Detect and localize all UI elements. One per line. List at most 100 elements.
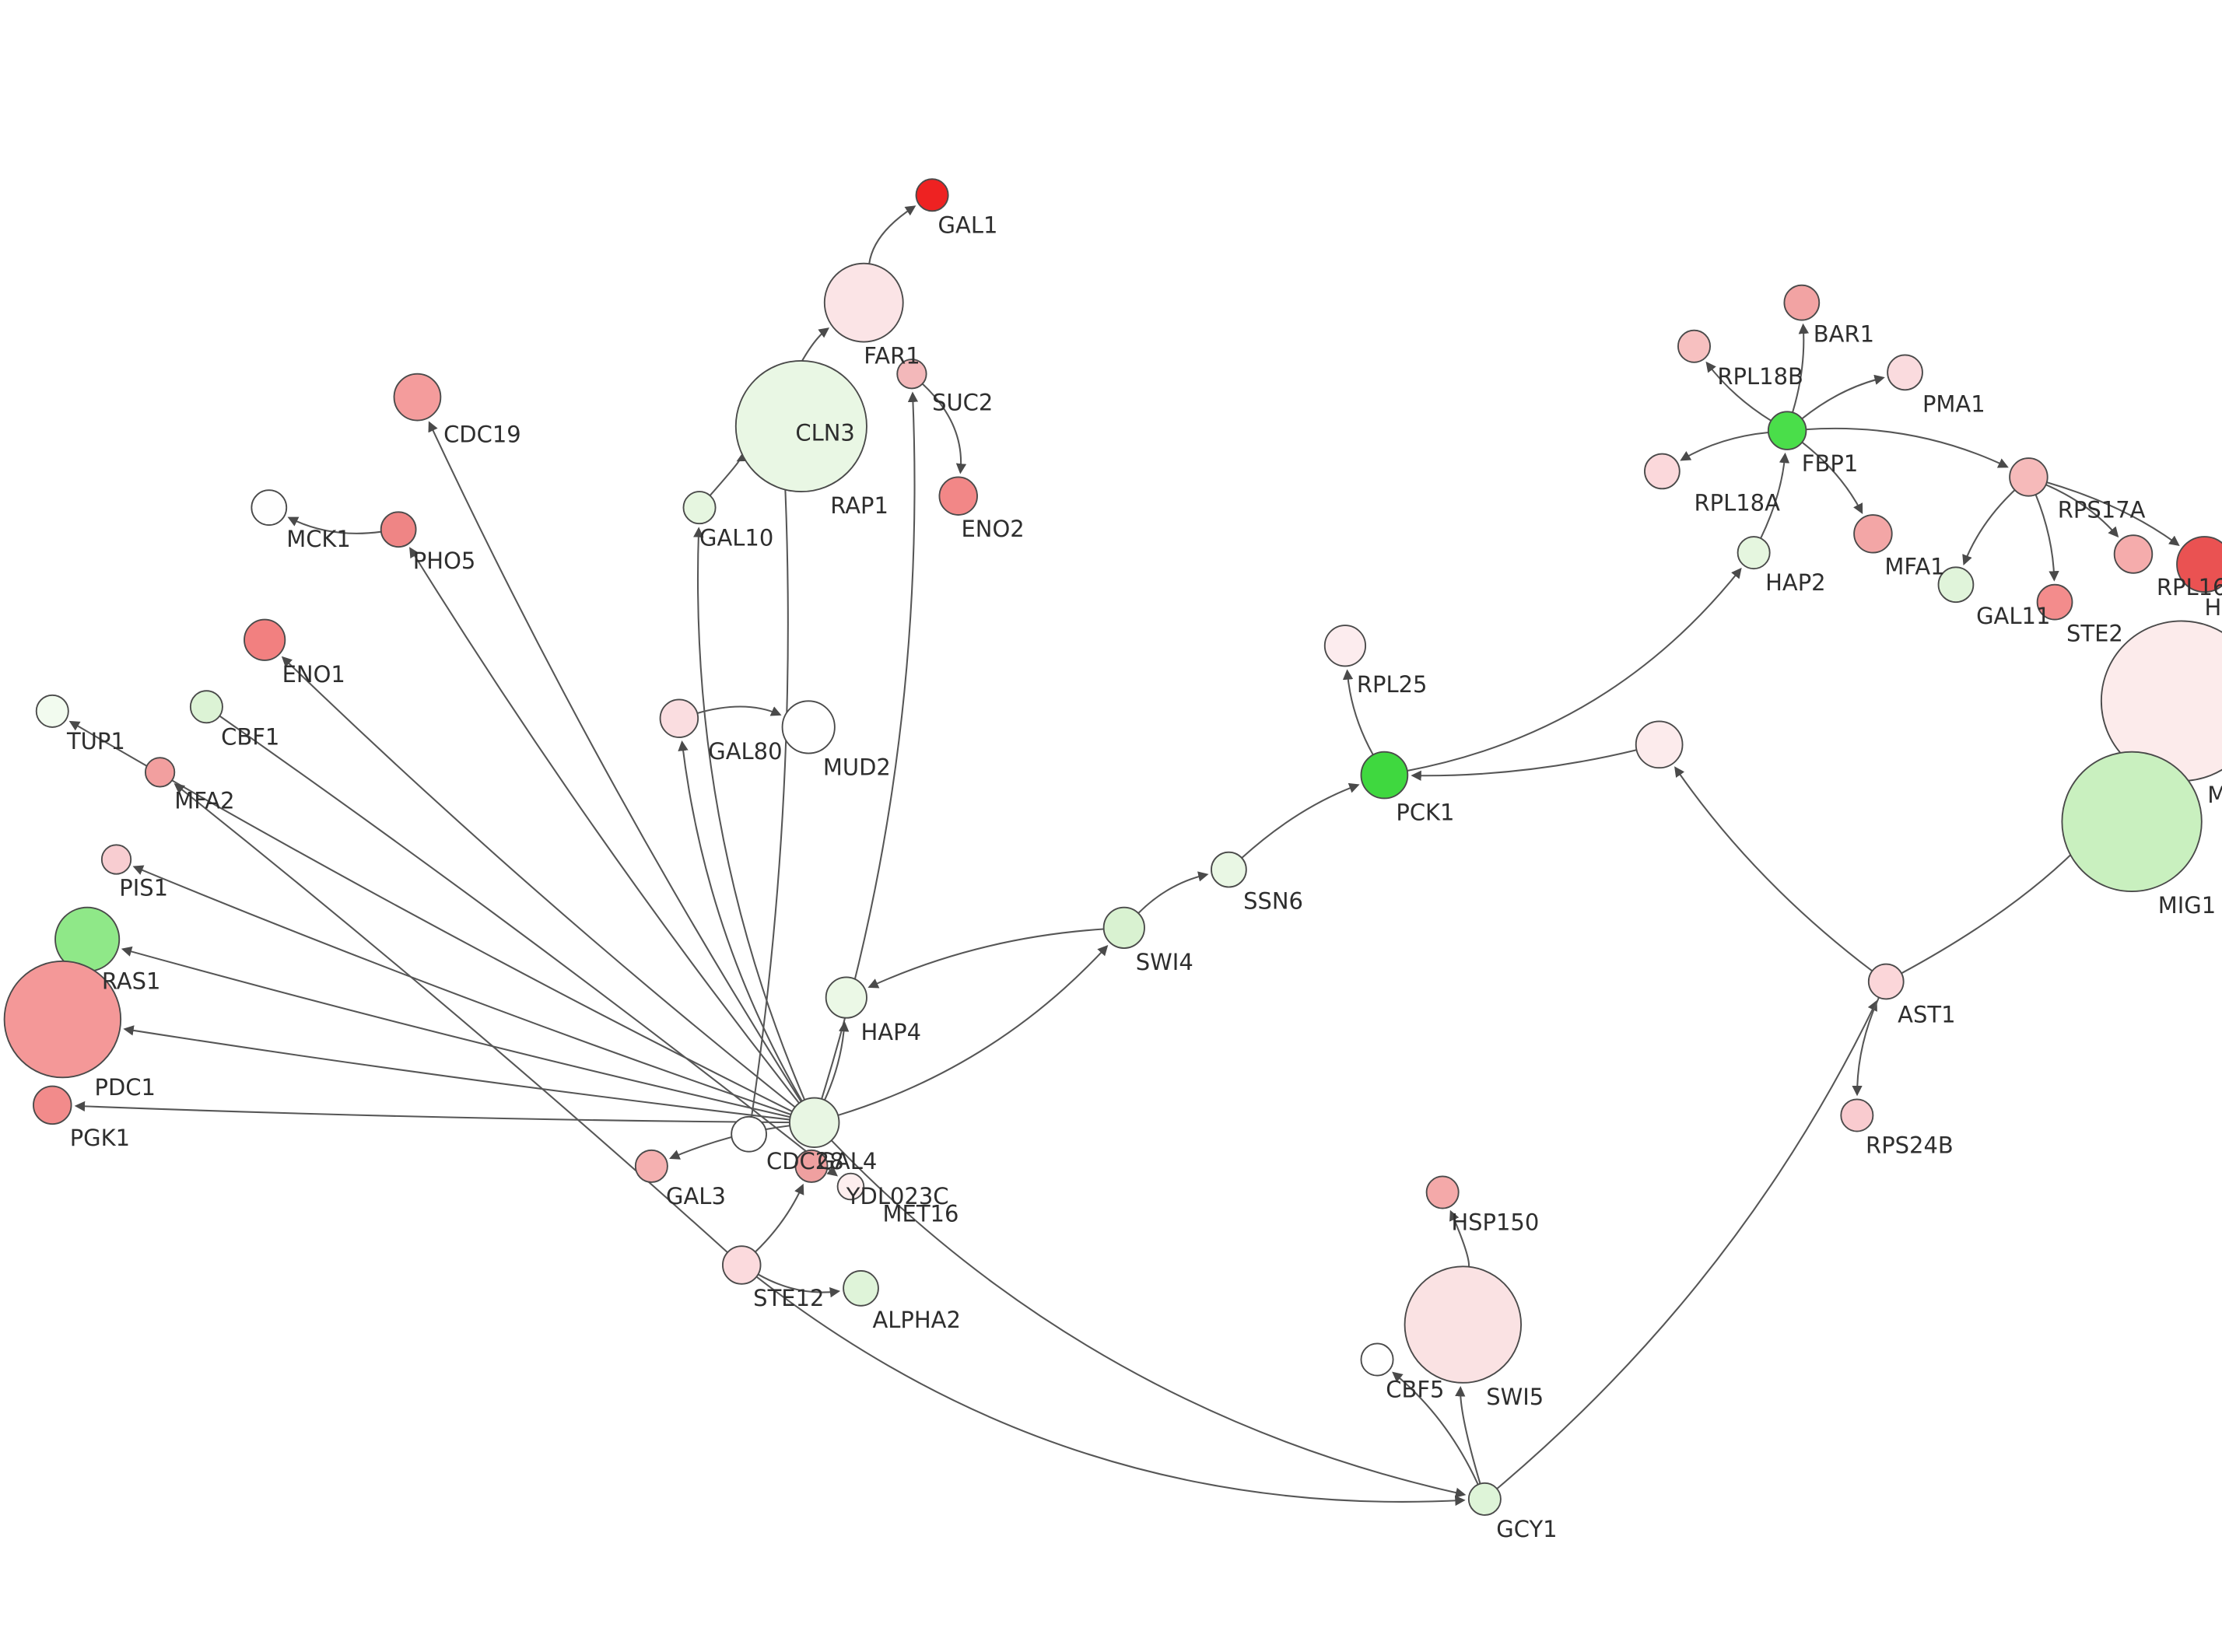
edge-rps17a-rpl16a[interactable] <box>2045 484 2119 538</box>
node-bar1[interactable] <box>1783 284 1821 321</box>
edge-ast1-rps24b[interactable] <box>1852 996 1880 1097</box>
edge-rps17a-ste2[interactable] <box>2034 494 2059 582</box>
node-mck1[interactable] <box>251 489 288 527</box>
node-gal10[interactable] <box>682 491 717 525</box>
edge-ste12-ydl023c[interactable] <box>755 1183 804 1253</box>
node-ast1[interactable] <box>1867 963 1905 1000</box>
edge-gal4-pgk1[interactable] <box>74 1101 790 1124</box>
edge-pck1-hap2[interactable] <box>1407 567 1742 772</box>
edge-ste12-mfa2[interactable] <box>173 783 728 1253</box>
edge-gcy1-swi5[interactable] <box>1455 1386 1481 1485</box>
edge-cdc28-cln3[interactable] <box>750 422 789 1118</box>
node-pis1[interactable] <box>100 844 132 875</box>
node-pma1[interactable] <box>1887 354 1923 391</box>
edge-fbp1-bar1[interactable] <box>1792 323 1810 413</box>
edge-cbf1-met16[interactable] <box>219 715 838 1177</box>
node-rpl16a[interactable] <box>2113 534 2154 574</box>
node-alpha2[interactable] <box>843 1270 879 1307</box>
edge-swi5-hsp150[interactable] <box>1449 1209 1470 1267</box>
node-swi5[interactable] <box>1404 1265 1523 1384</box>
node-mud2[interactable] <box>781 700 836 754</box>
node-ydl023c[interactable] <box>794 1149 829 1183</box>
node-his4[interactable] <box>2176 536 2222 593</box>
node-tup1[interactable] <box>35 694 69 728</box>
edge-gal4-gcy1[interactable] <box>831 1139 1467 1498</box>
edge-gal4-pdc1[interactable] <box>123 1025 790 1121</box>
node-gal1[interactable] <box>915 178 949 212</box>
edge-fbp1-rps17a[interactable] <box>1806 427 2009 468</box>
edge-gal4-pho5[interactable] <box>409 547 800 1104</box>
edge-swi4-ssn6[interactable] <box>1137 871 1209 914</box>
edge-unnamed-pck1[interactable] <box>1411 749 1637 781</box>
node-rpl25[interactable] <box>1323 625 1367 667</box>
node-ssn6[interactable] <box>1211 851 1247 888</box>
node-ste12[interactable] <box>722 1245 762 1285</box>
node-rap1[interactable] <box>734 359 867 493</box>
node-gal3[interactable] <box>634 1149 668 1183</box>
edge-fbp1-rpl18a[interactable] <box>1680 432 1769 461</box>
edge-gal4-gal10[interactable] <box>693 527 806 1101</box>
edge-gal4-swi4[interactable] <box>837 945 1109 1116</box>
edge-ste12-alpha2[interactable] <box>757 1273 841 1298</box>
node-pho5[interactable] <box>380 511 417 548</box>
edge-gal80-mud2[interactable] <box>696 705 782 716</box>
node-gal11[interactable] <box>1937 566 1975 604</box>
edge-suc2-eno2[interactable] <box>921 383 967 474</box>
node-mfa2[interactable] <box>144 757 176 788</box>
edge-far1-gal1[interactable] <box>868 205 916 264</box>
node-hap2[interactable] <box>1737 536 1771 570</box>
edge-hap2-fbp1[interactable] <box>1760 452 1790 539</box>
node-hap4[interactable] <box>825 976 867 1019</box>
node-mig1[interactable] <box>2061 751 2203 893</box>
node-gal4[interactable] <box>788 1097 840 1149</box>
node-mfa1[interactable] <box>1853 514 1893 554</box>
node-gal80[interactable] <box>659 698 699 738</box>
edge-gal4-tup1[interactable] <box>68 720 793 1113</box>
node-eno1[interactable] <box>244 618 286 661</box>
node-rps17a[interactable] <box>2009 457 2049 497</box>
node-ste2[interactable] <box>2036 583 2073 621</box>
edge-gal4-ras1[interactable] <box>121 946 790 1118</box>
node-met16[interactable] <box>836 1172 865 1201</box>
edge-swi4-hap4[interactable] <box>867 928 1104 989</box>
edge-rps17a-gal11[interactable] <box>1962 489 2016 565</box>
edge-gcy1-cbf5[interactable] <box>1392 1371 1479 1486</box>
node-fbp1[interactable] <box>1767 411 1807 450</box>
node-gcy1[interactable] <box>1467 1482 1502 1516</box>
edge-pck1-rpl25[interactable] <box>1342 669 1374 755</box>
node-rpl18b[interactable] <box>1677 329 1712 363</box>
edge-gal4-pis1[interactable] <box>132 865 791 1115</box>
edge-gal4-cdc19[interactable] <box>428 421 802 1102</box>
edge-pho5-mck1[interactable] <box>287 516 382 534</box>
edge-ast1-unnamed[interactable] <box>1674 766 1873 972</box>
node-cdc19[interactable] <box>393 373 442 422</box>
node-far1[interactable] <box>823 262 904 343</box>
edge-gal4-gal80[interactable] <box>678 740 803 1102</box>
edge-gal4-hap4[interactable] <box>824 1020 850 1101</box>
edge-fbp1-rpl18b[interactable] <box>1705 361 1772 422</box>
edge-gcy1-ast1[interactable] <box>1496 999 1877 1489</box>
edge-gal4-gal3[interactable] <box>669 1125 790 1160</box>
edge-fbp1-mfa1[interactable] <box>1801 441 1863 515</box>
node-cdc28[interactable] <box>731 1115 767 1153</box>
node-cbf5[interactable] <box>1360 1342 1394 1377</box>
edge-ste12-gcy1[interactable] <box>755 1276 1466 1507</box>
node-unnamed[interactable] <box>1635 720 1684 769</box>
node-cbf1[interactable] <box>189 690 223 724</box>
edge-gal4-eno1[interactable] <box>281 656 796 1108</box>
node-hsp150[interactable] <box>1425 1175 1460 1209</box>
node-pgk1[interactable] <box>33 1085 72 1125</box>
edge-ssn6-pck1[interactable] <box>1241 782 1360 859</box>
edge-gal10-rap1[interactable] <box>709 452 748 496</box>
node-label-rpl18a: RPL18A <box>1695 489 1781 516</box>
edge-rps17a-his4[interactable] <box>2046 481 2180 546</box>
edge-fbp1-pma1[interactable] <box>1801 374 1885 420</box>
node-pck1[interactable] <box>1360 751 1409 800</box>
node-rpl18a[interactable] <box>1644 453 1681 490</box>
node-rps24b[interactable] <box>1840 1098 1874 1132</box>
node-suc2[interactable] <box>896 359 927 390</box>
node-swi4[interactable] <box>1102 906 1145 949</box>
node-eno2[interactable] <box>938 476 978 516</box>
node-pdc1[interactable] <box>3 960 122 1079</box>
